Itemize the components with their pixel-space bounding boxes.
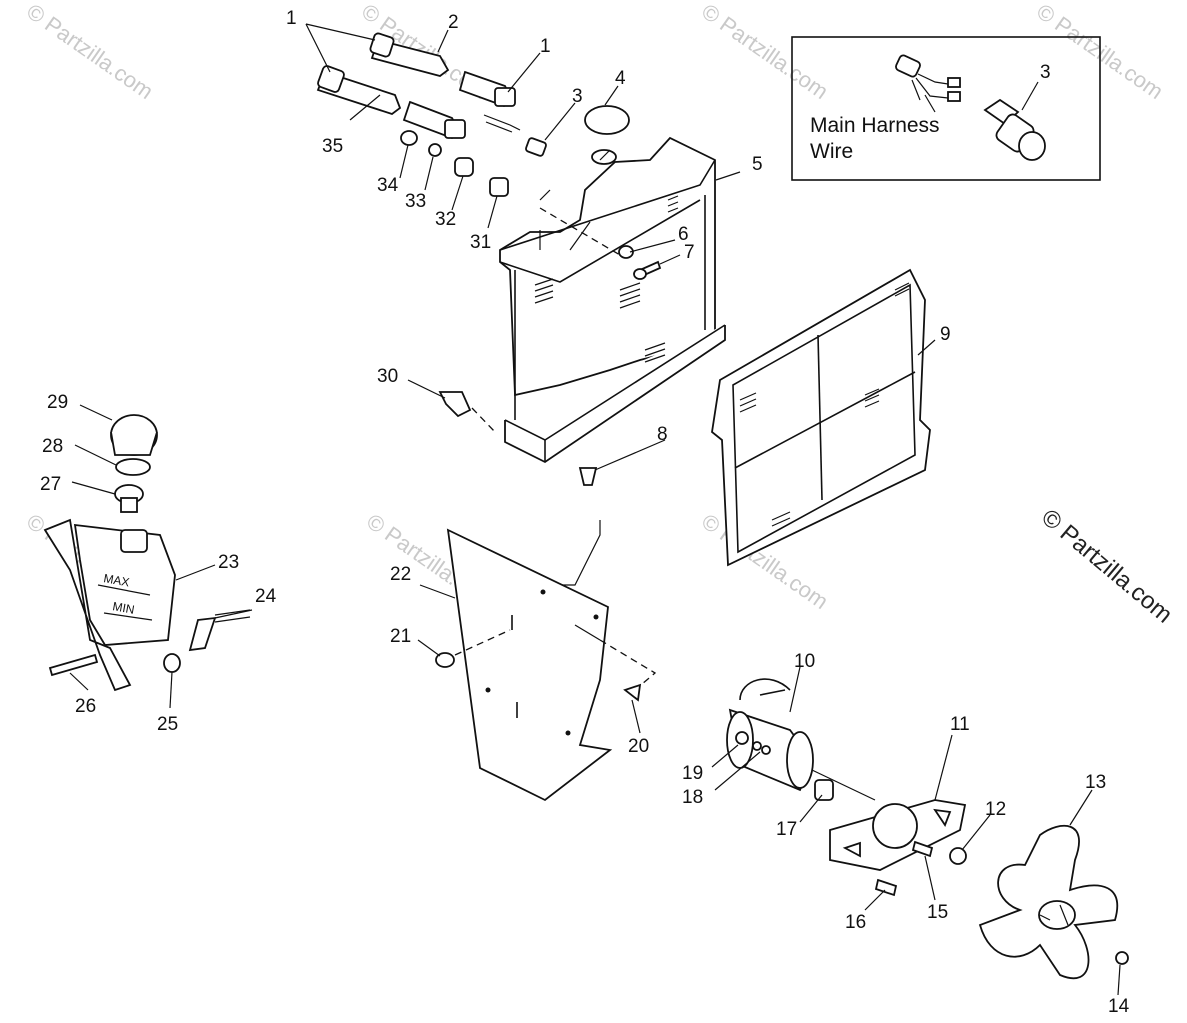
label-31: 31	[470, 232, 491, 253]
label-28: 28	[42, 436, 63, 457]
label-13: 13	[1085, 772, 1106, 793]
inset-harness-box: 3 Main Harness Wire	[791, 36, 1101, 181]
label-14: 14	[1108, 996, 1130, 1017]
coolant-reservoir: MAX MIN	[43, 414, 251, 692]
fasteners-radiator	[438, 207, 662, 586]
label-3: 3	[572, 86, 583, 107]
label-19: 19	[682, 763, 703, 784]
tank-min-label: MIN	[111, 599, 135, 617]
label-22: 22	[390, 564, 411, 585]
label-29: 29	[47, 392, 68, 413]
copyright-label: © Partzilla.com	[1036, 504, 1177, 629]
label-33: 33	[405, 191, 426, 212]
radiator-cap-parts	[525, 105, 630, 165]
label-24: 24	[255, 586, 277, 607]
leader-lines	[69, 23, 1121, 996]
label-5: 5	[752, 154, 763, 175]
label-26: 26	[75, 696, 96, 717]
mounting-plate	[435, 528, 657, 802]
label-34: 34	[377, 175, 399, 196]
label-3-inset: 3	[1040, 62, 1051, 83]
label-4: 4	[615, 68, 626, 89]
watermark-1: © Partzilla.com	[22, 0, 158, 104]
inset-label-line1: Main Harness	[810, 114, 940, 137]
label-11: 11	[950, 714, 970, 735]
label-20: 20	[628, 736, 649, 757]
label-6: 6	[678, 224, 689, 245]
label-30: 30	[377, 366, 398, 387]
inset-label-line2: Wire	[810, 140, 853, 163]
label-1-top-right: 1	[540, 36, 551, 57]
label-35: 35	[322, 136, 343, 157]
label-16: 16	[845, 912, 866, 933]
label-1-top-left: 1	[286, 8, 297, 29]
radiator	[499, 136, 726, 464]
label-32: 32	[435, 209, 456, 230]
label-9: 9	[940, 324, 951, 345]
label-15: 15	[927, 902, 948, 923]
part-labels: 1 2 1 3 4 5 6 7 8 9 10 11 12 13 14 15 16…	[40, 8, 1130, 1017]
fan-motor-assembly	[726, 678, 1129, 980]
label-23: 23	[218, 552, 239, 573]
label-25: 25	[157, 714, 178, 735]
radiator-screen	[711, 268, 931, 567]
label-2: 2	[448, 12, 459, 33]
label-8: 8	[657, 424, 668, 445]
label-18: 18	[682, 787, 703, 808]
hardware-31-34	[400, 130, 509, 197]
label-7: 7	[684, 242, 695, 263]
hoses	[316, 32, 521, 140]
label-12: 12	[985, 799, 1006, 820]
label-10: 10	[794, 651, 815, 672]
label-17: 17	[776, 819, 797, 840]
tank-max-label: MAX	[102, 571, 130, 589]
watermark-3: © Partzilla.com	[697, 0, 833, 104]
label-21: 21	[390, 626, 411, 647]
label-27: 27	[40, 474, 61, 495]
